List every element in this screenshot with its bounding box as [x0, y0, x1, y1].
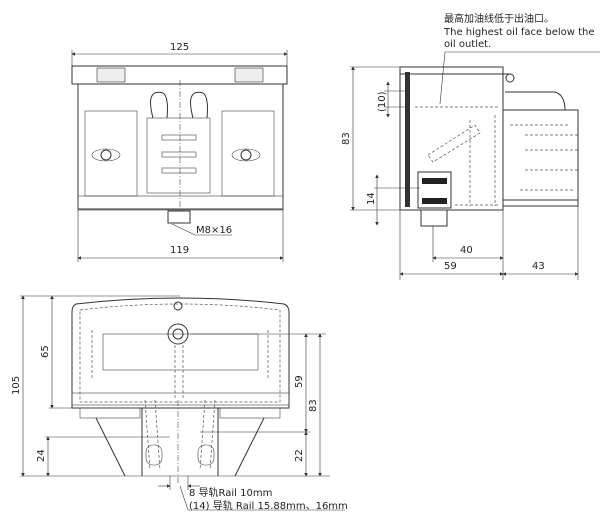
dim-65: 65 [40, 345, 51, 358]
rail-note-2: (14) 导轨 Rail 15.88mm、16mm [189, 499, 348, 512]
front-view: 105 65 24 59 83 22 8 导轨Rail 10mm (14) 导轨… [11, 295, 348, 512]
bolt-icon [167, 210, 191, 224]
dim-40: 40 [460, 245, 473, 256]
dim-59-side: 59 [444, 261, 457, 272]
oil-note-en-2: oil outlet. [444, 39, 491, 50]
dim-83-front: 83 [308, 399, 319, 412]
oil-note-cn: 最高加油线低于出油口。 [444, 12, 554, 25]
dim-83-side: 83 [341, 132, 352, 145]
dim-10: (10) [377, 91, 388, 112]
dim-14: 14 [366, 192, 377, 205]
dim-119: 119 [170, 245, 189, 256]
dim-24: 24 [36, 449, 47, 462]
top-view: 125 M8×16 119 [71, 42, 288, 262]
dim-125: 125 [170, 42, 189, 53]
side-view: 最高加油线低于出油口。 The highest oil face below t… [341, 12, 600, 280]
bolt-label: M8×16 [196, 225, 232, 236]
dim-105: 105 [11, 376, 22, 395]
dim-59-front: 59 [294, 375, 305, 388]
rail-note-1: 8 导轨Rail 10mm [189, 486, 272, 499]
dim-43: 43 [532, 261, 545, 272]
dim-22: 22 [294, 449, 305, 462]
oil-note-en-1: The highest oil face below the [443, 27, 595, 38]
